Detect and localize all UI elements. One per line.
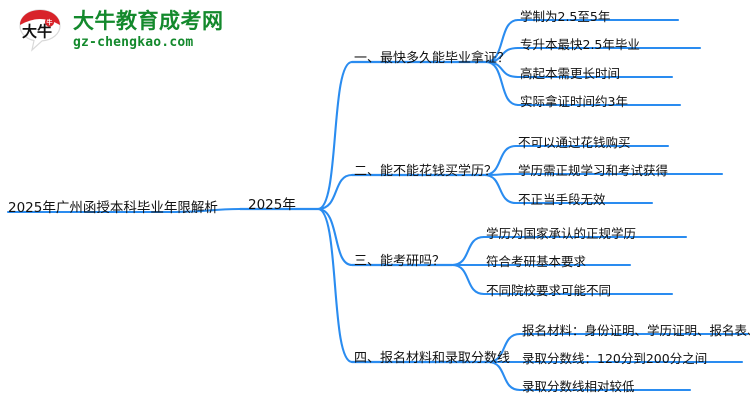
leaf-node-2-3[interactable]: 不正当手段无效 bbox=[518, 192, 606, 207]
leaf-node-2-1[interactable]: 不可以通过花钱购买 bbox=[518, 135, 631, 150]
branch-node-2[interactable]: 二、能不能花钱买学历？ bbox=[354, 164, 498, 179]
branch-node-4[interactable]: 四、报名材料和录取分数线 bbox=[354, 351, 511, 366]
leaf-node-4-3[interactable]: 录取分数线相对较低 bbox=[522, 379, 635, 394]
leaf-node-4-2[interactable]: 录取分数线：120分到200分之间 bbox=[522, 351, 708, 366]
logo-title-en: gz-chengkao.com bbox=[73, 35, 194, 50]
leaf-node-3-3[interactable]: 不同院校要求可能不同 bbox=[486, 283, 612, 298]
leaf-node-3-2[interactable]: 符合考研基本要求 bbox=[486, 254, 587, 269]
center-node-label[interactable]: 2025年 bbox=[248, 197, 296, 213]
leaf-node-3-1[interactable]: 学历为国家承认的正规学历 bbox=[486, 226, 637, 241]
branch-node-1[interactable]: 一、最快多久能毕业拿证？ bbox=[354, 51, 511, 66]
daniu-speech-bubble-logo-icon: 牛 大牛 bbox=[16, 6, 64, 54]
branch-node-3[interactable]: 三、能考研吗？ bbox=[354, 254, 446, 269]
leaf-node-1-2[interactable]: 专升本最快2.5年毕业 bbox=[520, 37, 640, 52]
leaf-node-1-3[interactable]: 高起本需更长时间 bbox=[520, 66, 621, 81]
leaf-node-1-1[interactable]: 学制为2.5至5年 bbox=[520, 9, 611, 24]
leaf-node-4-1[interactable]: 报名材料：身份证明、学历证明、报名表、照片 bbox=[522, 323, 750, 338]
site-logo[interactable]: 牛 大牛 大牛教育成考网 gz-chengkao.com bbox=[16, 6, 224, 54]
svg-text:牛: 牛 bbox=[46, 19, 52, 27]
svg-text:大牛: 大牛 bbox=[22, 23, 52, 41]
logo-wordmark: 大牛教育成考网 gz-chengkao.com bbox=[73, 9, 224, 50]
logo-title-cn: 大牛教育成考网 bbox=[73, 9, 224, 33]
leaf-node-2-2[interactable]: 学历需正规学习和考试获得 bbox=[518, 163, 669, 178]
root-node-label[interactable]: 2025年广州函授本科毕业年限解析 bbox=[8, 200, 218, 216]
leaf-node-1-4[interactable]: 实际拿证时间约3年 bbox=[520, 94, 628, 109]
